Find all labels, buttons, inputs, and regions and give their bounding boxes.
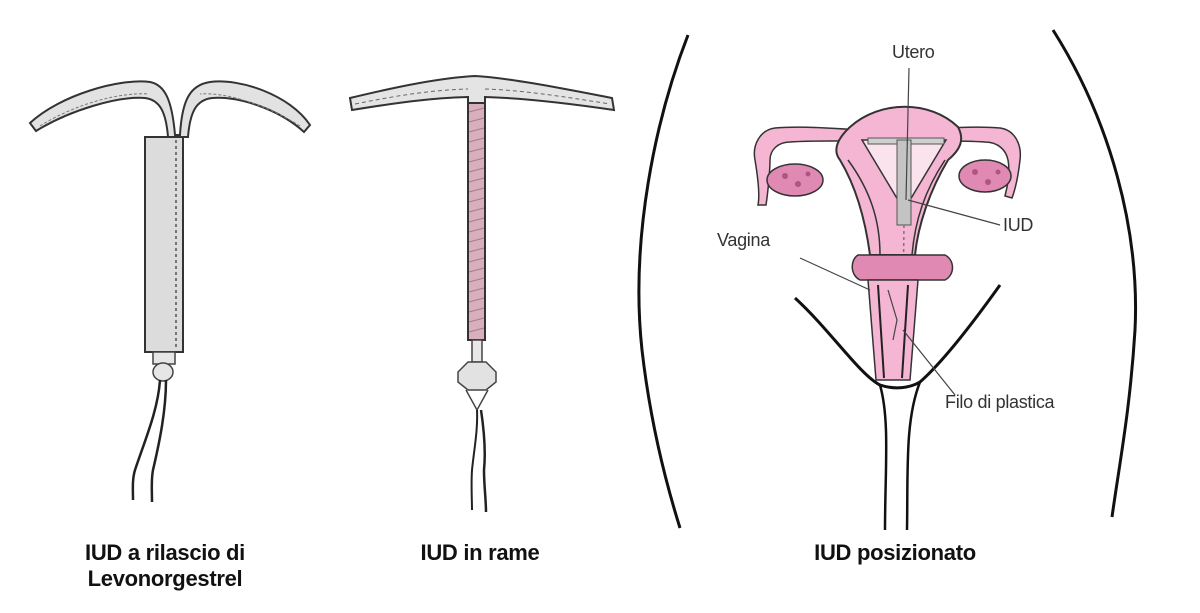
positioned-iud-illustration xyxy=(637,29,1138,531)
label-uterus: Utero xyxy=(892,42,935,62)
levonorgestrel-iud-illustration xyxy=(28,80,312,503)
label-vagina: Vagina xyxy=(717,230,770,250)
caption-line-2: Levonorgestrel xyxy=(87,566,243,591)
copper-iud-illustration xyxy=(348,74,616,513)
label-iud: IUD xyxy=(1003,215,1034,235)
caption-line-1: IUD a rilascio di xyxy=(85,540,245,565)
caption-copper-iud: IUD in rame xyxy=(420,540,540,565)
caption-levonorgestrel-iud: IUD a rilascio di Levonorgestrel xyxy=(40,540,290,592)
label-plastic-string: Filo di plastica xyxy=(945,392,1055,412)
caption-positioned-iud: IUD posizionato xyxy=(814,540,976,565)
